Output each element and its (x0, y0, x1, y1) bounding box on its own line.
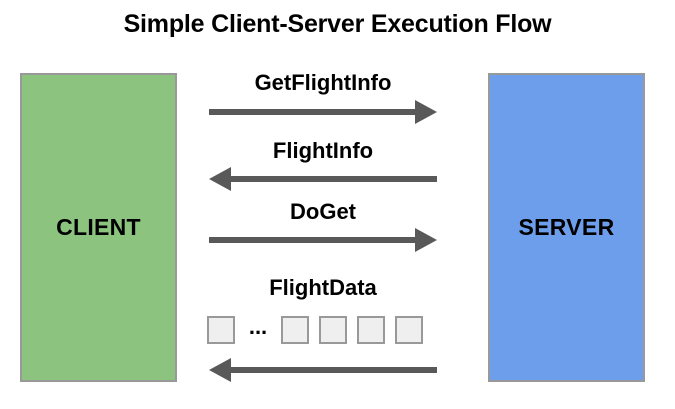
arrow-shaft (227, 367, 437, 373)
message-arrow-flight-info (209, 167, 437, 191)
arrow-head-right-icon (415, 228, 437, 252)
packet-box (395, 316, 423, 344)
message-label-do-get: DoGet (290, 199, 356, 224)
message-arrow-do-get (209, 228, 437, 252)
packet-box (281, 316, 309, 344)
packet-ellipsis: ... (248, 314, 268, 339)
message-arrow-get-flight-info (209, 100, 437, 124)
packet-box (207, 316, 235, 344)
actor-box-client: CLIENT (20, 73, 177, 382)
arrow-shaft (209, 237, 419, 243)
arrow-head-right-icon (415, 100, 437, 124)
message-label-flight-data: FlightData (269, 275, 377, 300)
message-label-flight-info: FlightInfo (272, 138, 374, 163)
message-arrow-flight-data (209, 358, 437, 382)
message-label-get-flight-info: GetFlightInfo (254, 70, 392, 95)
arrow-shaft (209, 109, 419, 115)
arrow-head-left-icon (209, 358, 231, 382)
actor-label-client: CLIENT (56, 214, 141, 240)
actor-box-server: SERVER (488, 73, 645, 382)
packet-stream: ... (207, 315, 423, 345)
arrow-head-left-icon (209, 167, 231, 191)
arrow-shaft (227, 176, 437, 182)
packet-box (319, 316, 347, 344)
page-title: Simple Client-Server Execution Flow (123, 10, 552, 38)
actor-label-server: SERVER (518, 214, 615, 240)
packet-box (357, 316, 385, 344)
